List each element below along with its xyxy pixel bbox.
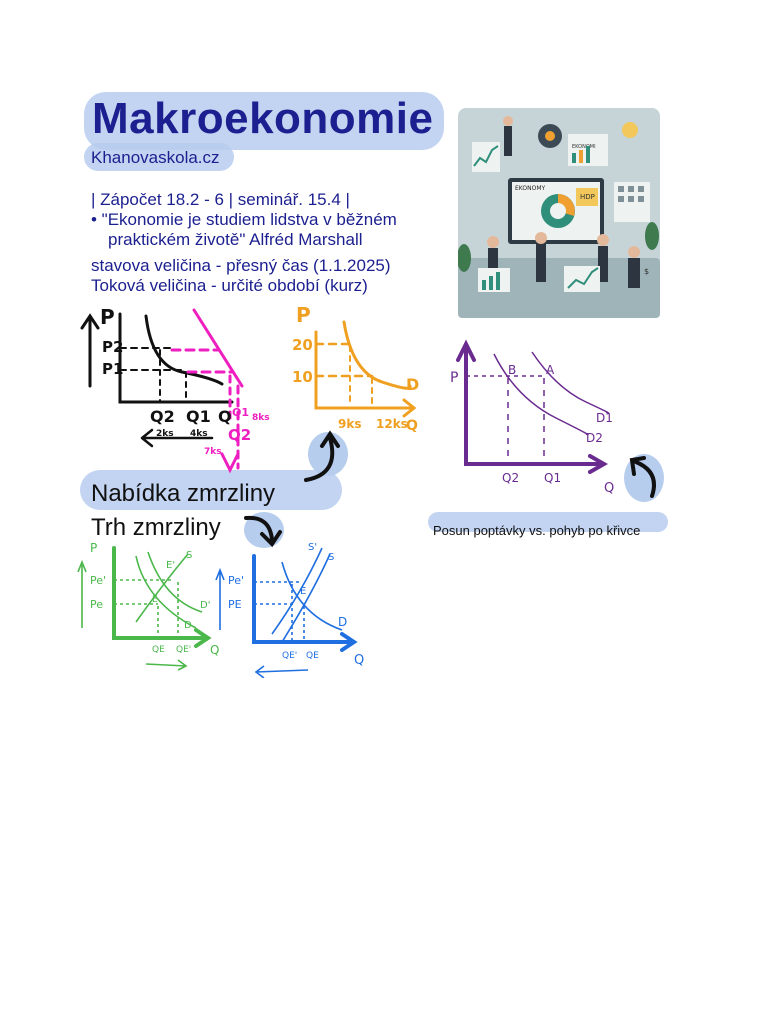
- sketch-label: 12ks: [376, 417, 408, 431]
- note-line: Toková veličina - určité období (kurz): [91, 276, 368, 295]
- image-label: HDP: [580, 193, 595, 201]
- sketch-label: S: [328, 552, 334, 563]
- shift-caption: Posun poptávky vs. pohyb po křivce: [433, 523, 641, 538]
- supply-highlight: [80, 470, 342, 510]
- sketch-label: P1: [102, 360, 123, 378]
- sketch-label: 7ks: [204, 447, 222, 457]
- sketch-label: P: [100, 306, 115, 329]
- sketch-label: PE: [228, 598, 242, 611]
- image-label: EKONOMY: [515, 185, 546, 192]
- sketch-label: QE': [176, 645, 191, 655]
- sketch-label: 4ks: [190, 429, 208, 439]
- supply-heading: Nabídka zmrzliny: [91, 480, 276, 507]
- curved-arrow-orange: [304, 430, 348, 482]
- sketch-label: QE: [306, 651, 319, 661]
- sketch-label: E: [300, 586, 306, 597]
- sketch-label: E': [166, 560, 175, 571]
- sketch-label: Q: [604, 481, 614, 496]
- sketch-green: P Pe' Pe E E' S D' D QE QE' Q: [77, 542, 219, 671]
- note-line: • "Ekonomie je studiem lidstva v běžném: [91, 210, 397, 229]
- sketch-label: D2: [586, 431, 603, 445]
- sketch-label: Q2: [502, 471, 519, 485]
- note-line: praktickém životě" Alfréd Marshall: [108, 230, 363, 249]
- sketch-label: P2: [102, 338, 123, 356]
- sketch-black-pink: P P2 P1 Q2 Q1 Q 2ks 4ks Q1 8ks Q2 7ks: [80, 306, 270, 474]
- note-line: | Zápočet 18.2 - 6 | seminář. 15.4 |: [91, 190, 350, 209]
- sketch-label: Q2: [228, 426, 251, 444]
- sketch-orange: P 20 10 D 9ks 12ks Q: [292, 303, 419, 432]
- sketch-label: 20: [292, 336, 313, 354]
- sketch-label: P: [450, 370, 458, 386]
- sketch-label: P: [296, 303, 311, 327]
- sketch-label: Q2: [150, 407, 175, 426]
- image-label: EKONOMI: [572, 144, 596, 150]
- sketch-label: 10: [292, 368, 313, 386]
- market-heading: Trh zmrzliny: [91, 514, 221, 541]
- sketch-purple: P B A D1 D2 Q2 Q1 Q: [450, 339, 614, 496]
- sketch-label: D: [406, 375, 419, 394]
- sketch-label: 2ks: [156, 429, 174, 439]
- sketch-label: Q1: [544, 471, 561, 485]
- title-highlight: [84, 92, 444, 150]
- sketch-label: D': [200, 600, 210, 611]
- sketch-label: D: [184, 620, 192, 631]
- sketch-label: Q: [218, 407, 232, 426]
- site-highlight: [84, 143, 234, 171]
- sketch-label: Pe: [90, 598, 103, 611]
- sketch-label: S': [308, 542, 317, 553]
- sketch-label: Q1: [232, 406, 249, 419]
- economy-illustration: EKONOMY HDP EKONOMI $: [458, 108, 660, 318]
- sketch-label: Q: [354, 653, 364, 668]
- sketch-label: Q: [406, 418, 418, 432]
- sketch-label: P: [90, 542, 97, 555]
- sketch-label: B: [508, 363, 516, 377]
- sketch-label: 8ks: [252, 413, 270, 423]
- sketch-label: QE': [282, 651, 297, 661]
- sketch-label: D: [338, 615, 347, 629]
- sketch-label: D1: [596, 411, 613, 425]
- note-line: stavova veličina - přesný čas (1.1.2025): [91, 256, 391, 275]
- sketch-label: Q: [210, 643, 219, 657]
- sketch-label: 9ks: [338, 417, 361, 431]
- sketch-label: Pe': [228, 574, 244, 587]
- sketch-label: E: [152, 595, 158, 605]
- curved-arrow-market: [244, 512, 284, 548]
- site-name: Khanovaskola.cz: [91, 148, 220, 167]
- sketch-label: A: [546, 363, 555, 377]
- sketch-label: Q1: [186, 407, 211, 426]
- sketch-label: S: [186, 550, 192, 561]
- caption-highlight: [428, 512, 668, 532]
- sketch-label: QE: [152, 645, 165, 655]
- image-label: $: [644, 267, 649, 276]
- sketch-blue: Pe' PE S' S E D QE' QE Q: [215, 542, 364, 678]
- page-title: Makroekonomie: [92, 94, 434, 143]
- curved-arrow-purple: [624, 454, 664, 502]
- sketch-label: Pe': [90, 574, 106, 587]
